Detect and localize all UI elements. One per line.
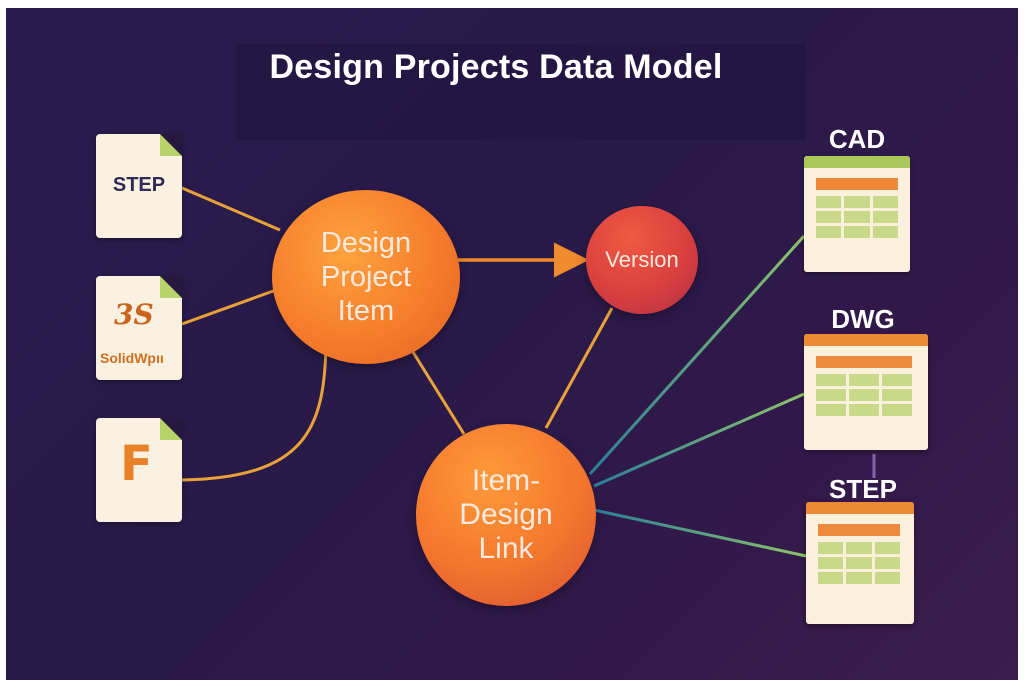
connector-solidworks-to-item xyxy=(181,288,277,326)
connector-link-to-cad xyxy=(588,234,806,476)
page-fold-icon xyxy=(160,276,182,298)
design-project-item-label: Design Project Item xyxy=(320,227,412,327)
connector-item-to-link xyxy=(406,343,466,435)
diagram-canvas: Design Projects Data Model STEP 3S Solid… xyxy=(6,8,1018,680)
step-table-icon xyxy=(806,502,914,624)
page-fold-icon xyxy=(160,418,182,440)
fusion-file-icon: F xyxy=(96,418,182,522)
page-title: Design Projects Data Model xyxy=(269,48,723,86)
title-band xyxy=(236,44,806,140)
autodesk-f-logo-icon: F xyxy=(120,436,153,492)
dwg-format-label: DWG xyxy=(831,304,895,334)
cad-format-label: CAD xyxy=(828,124,886,154)
connector-link-to-step xyxy=(593,508,807,558)
item-design-link-label: Item- Design Link xyxy=(459,464,553,565)
version-node: Version xyxy=(586,206,698,314)
connector-fusion-to-item xyxy=(181,345,328,482)
connector-step-to-item xyxy=(181,186,281,232)
item-design-link-node: Item- Design Link xyxy=(416,424,596,606)
step-file-label: STEP xyxy=(112,174,166,196)
connector-layer xyxy=(181,186,876,558)
connector-version-to-link xyxy=(544,307,614,429)
step-file-icon: STEP xyxy=(96,134,182,238)
dwg-table-icon xyxy=(804,334,928,450)
solidworks-file-icon: 3S SolidWpıı xyxy=(96,276,182,380)
solidworks-logo-icon: 3S xyxy=(114,298,154,331)
page-fold-icon xyxy=(160,134,182,156)
cad-table-icon xyxy=(804,156,910,272)
step-format-label: STEP xyxy=(829,474,897,504)
connector-link-to-dwg xyxy=(593,392,805,488)
solidworks-file-label: SolidWpıı xyxy=(100,350,164,366)
version-label: Version xyxy=(605,247,679,272)
design-project-item-node: Design Project Item xyxy=(272,190,460,364)
